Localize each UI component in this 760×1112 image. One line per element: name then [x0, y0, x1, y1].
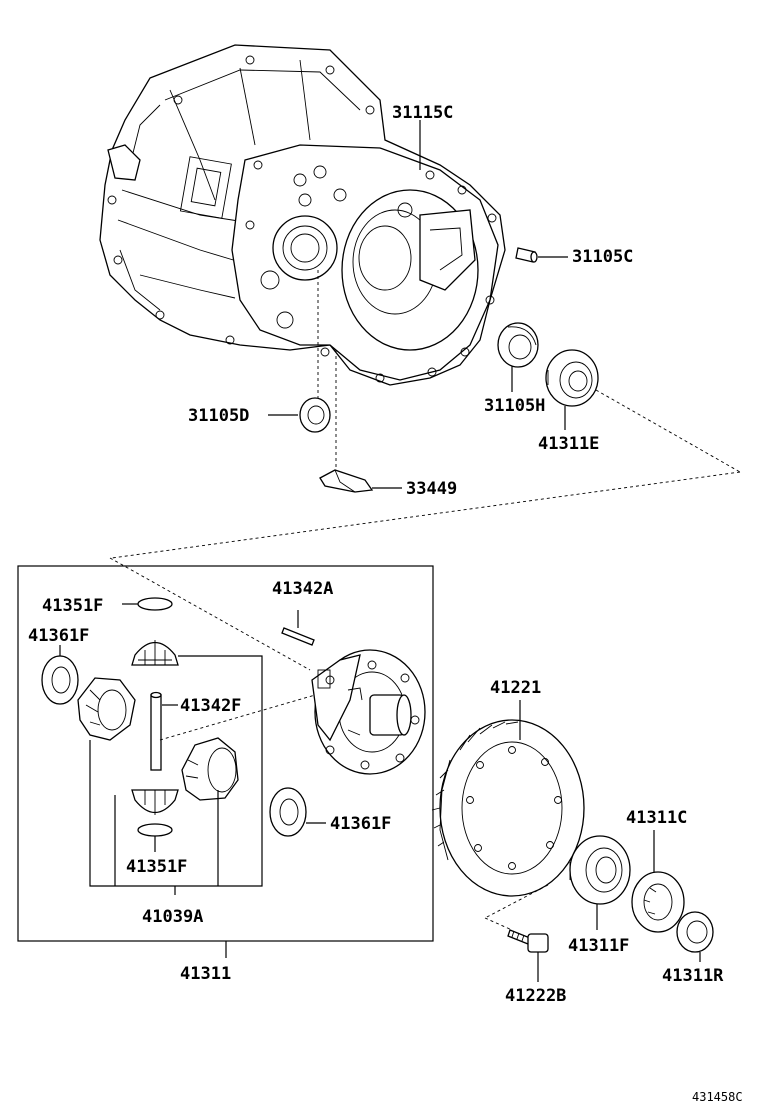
label-41311R: 41311R [662, 966, 724, 986]
label-41222B: 41222B [505, 986, 566, 1006]
ring-gear-41221 [431, 719, 585, 897]
pinion-gear-top [131, 640, 179, 666]
label-41342F: 41342F [180, 696, 241, 716]
seal-41361F-left [41, 655, 79, 705]
label-41221: 41221 [490, 678, 541, 698]
bearing-41311E [545, 349, 599, 407]
bearing-41311F [569, 835, 631, 905]
leader-lines-box [59, 557, 326, 958]
seal-41361F-right [269, 787, 307, 837]
label-41311F: 41311F [568, 936, 629, 956]
oil-seal-31105H [497, 322, 539, 368]
race-41311R [676, 911, 714, 953]
plug-31105C [515, 247, 538, 263]
leader-lines-upper [111, 120, 741, 559]
label-31105H: 31105H [484, 396, 545, 416]
side-gear-right [181, 737, 239, 801]
label-41351F-top: 41351F [42, 596, 103, 616]
label-31105C: 31105C [572, 247, 633, 267]
label-41361F-left: 41361F [28, 626, 89, 646]
shaft-41342F [150, 691, 162, 771]
diagram-code: 431458C [692, 1090, 743, 1104]
label-41361F-right: 41361F [330, 814, 391, 834]
label-31105D: 31105D [188, 406, 249, 426]
pin-41342A [281, 627, 315, 646]
label-33449: 33449 [406, 479, 457, 499]
leader-lines-lower [484, 700, 701, 982]
differential-case [311, 649, 426, 775]
label-41039A: 41039A [142, 907, 203, 927]
label-41351F-bottom: 41351F [126, 857, 187, 877]
label-41311: 41311 [180, 964, 231, 984]
bracket-33449 [319, 469, 374, 493]
label-41311E: 41311E [538, 434, 599, 454]
label-41311C: 41311C [626, 808, 687, 828]
transaxle-housing [99, 44, 506, 386]
pinion-gear-bottom [131, 789, 179, 815]
washer-41351F-top [137, 597, 173, 611]
oil-seal-31105D [299, 397, 331, 433]
label-31115C: 31115C [392, 103, 453, 123]
label-41342A: 41342A [272, 579, 333, 599]
bolt-41222B [507, 929, 549, 953]
side-gear-left [77, 677, 136, 741]
washer-41351F-bottom [137, 823, 173, 837]
shim-41311C [631, 871, 685, 933]
